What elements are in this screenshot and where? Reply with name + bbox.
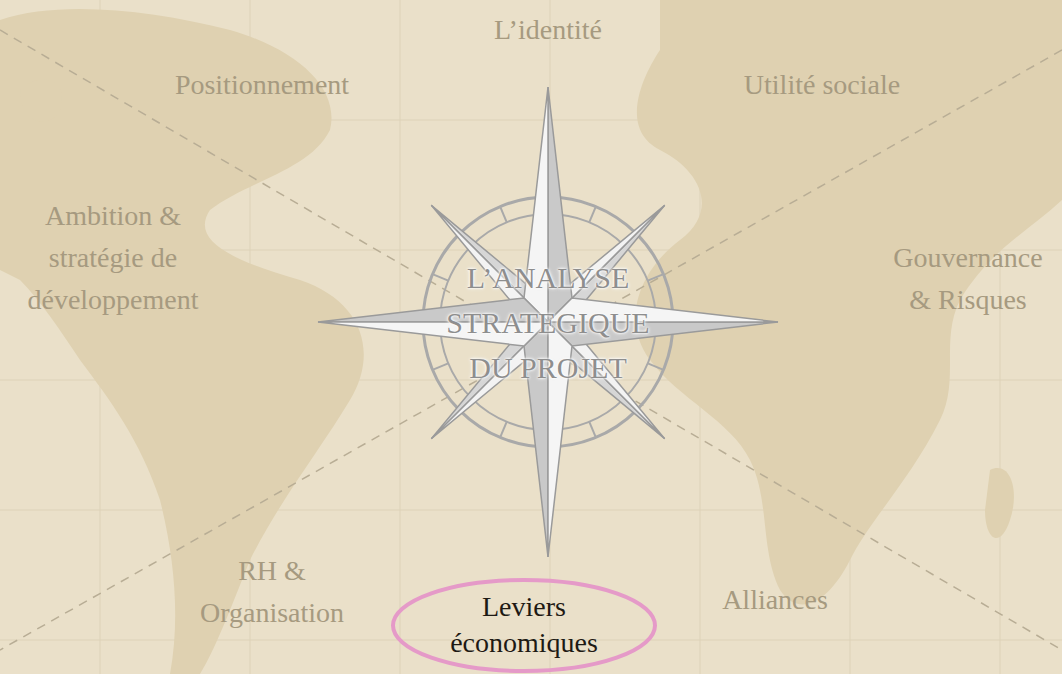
topic-label: Alliances bbox=[675, 579, 875, 621]
highlight-text: Leviers économiques bbox=[424, 589, 624, 662]
compass-rose bbox=[318, 87, 778, 557]
topic-label: Utilité sociale bbox=[692, 64, 952, 106]
highlight-ellipse: Leviers économiques bbox=[390, 577, 658, 674]
topic-label: Positionnement bbox=[132, 64, 392, 106]
topic-label: Gouvernance & Risques bbox=[883, 237, 1053, 321]
compass-caption: L’ANALYSE STRATEGIQUE DU PROJET bbox=[423, 255, 673, 390]
topic-label: RH & Organisation bbox=[187, 550, 357, 634]
ellipse-stroke bbox=[393, 580, 655, 671]
compass-title: L’ANALYSE STRATEGIQUE DU PROJET bbox=[423, 255, 673, 390]
dashed-guide bbox=[0, 30, 1062, 650]
topic-label: L’identité bbox=[418, 9, 678, 51]
topic-label: Ambition & stratégie de développement bbox=[8, 195, 218, 321]
